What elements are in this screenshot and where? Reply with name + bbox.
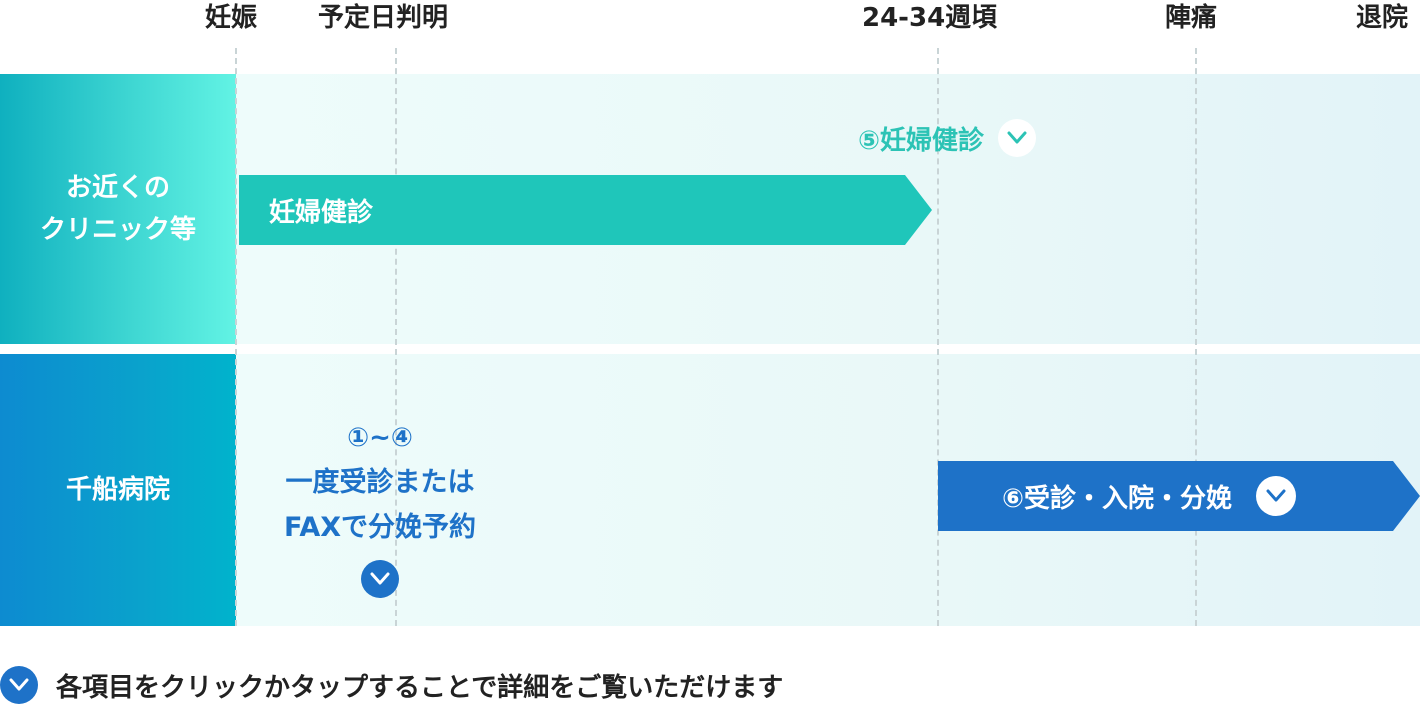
checkup-detail-link[interactable]: ⑤妊婦健診 [858, 118, 1037, 158]
steps-1-4-link[interactable]: ①~④ 一度受診または FAXで分娩予約 [262, 418, 498, 598]
phase-labor: 陣痛 [1165, 3, 1218, 33]
footer-hint: 各項目をクリックかタップすることで詳細をご覧いただけます [0, 664, 783, 706]
chevron-down-icon [998, 119, 1037, 157]
checkup-arrow-label: 妊婦健診 [269, 197, 374, 228]
clinic-lane-label: お近くの クリニック等 [0, 74, 236, 344]
delivery-arrow-label: ⑥受診・入院・分娩 [1002, 483, 1233, 514]
milestone-line-labor [1195, 48, 1197, 626]
chevron-down-icon [1256, 476, 1297, 516]
steps-line1: 一度受診または [285, 467, 475, 498]
hospital-lane-label: 千船病院 [0, 354, 236, 626]
chevron-down-icon [0, 666, 38, 704]
phase-pregnancy: 妊娠 [205, 3, 258, 33]
delivery-arrow-bar[interactable]: ⑥受診・入院・分娩 [938, 461, 1420, 531]
steps-range-label: ①~④ [347, 423, 413, 453]
phase-due-date: 予定日判明 [318, 3, 449, 33]
milestone-line-due-date [395, 48, 397, 626]
checkup-arrow-bar: 妊婦健診 [239, 175, 932, 245]
chevron-down-icon [361, 560, 399, 598]
phase-24-34-weeks: 24-34週頃 [862, 3, 998, 33]
milestone-line-24-34-weeks [937, 48, 939, 626]
clinic-lane-label-line2: クリニック等 [39, 215, 196, 245]
clinic-lane-label-line1: お近くの [65, 173, 170, 203]
steps-line2: FAXで分娩予約 [283, 512, 477, 543]
checkup-detail-label: ⑤妊婦健診 [858, 125, 985, 156]
milestone-line-pregnancy [235, 48, 237, 626]
footer-hint-text: 各項目をクリックかタップすることで詳細をご覧いただけます [56, 672, 784, 703]
phase-discharge: 退院 [1356, 3, 1409, 33]
